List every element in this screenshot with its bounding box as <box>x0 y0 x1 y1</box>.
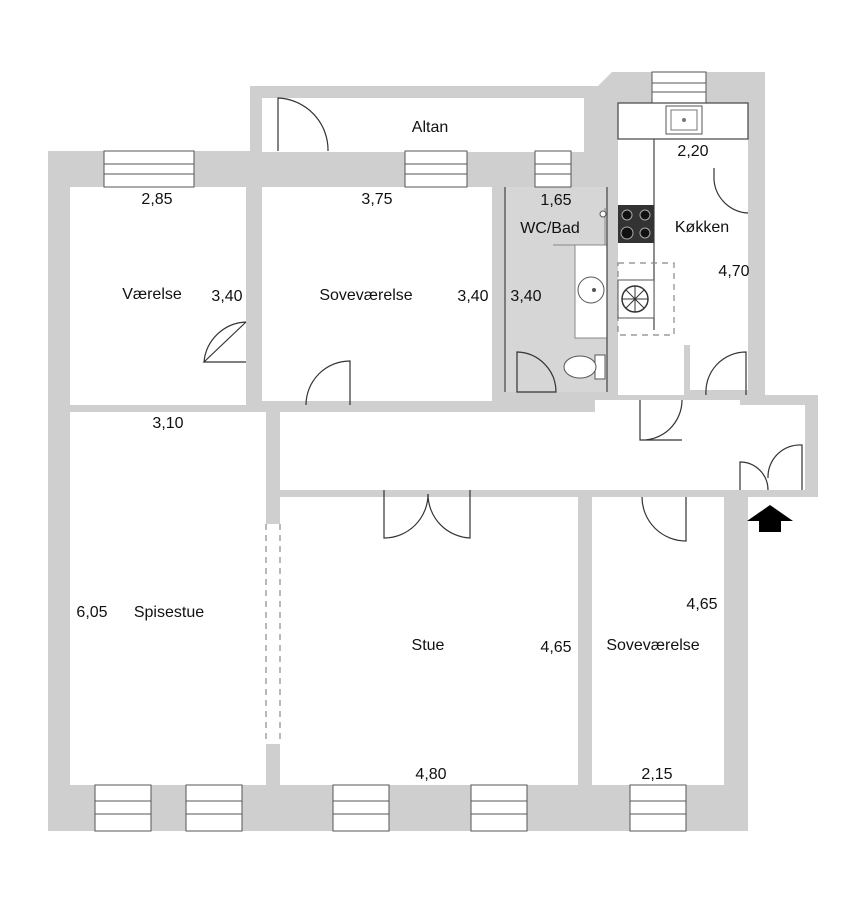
dim-wc-bad-width: 1,65 <box>540 192 571 209</box>
windows <box>94 71 707 832</box>
dim-spisestue-depth: 6,05 <box>76 604 107 621</box>
door-entrance <box>739 444 803 491</box>
labels: Altan Værelse 2,85 3,40 Soveværelse 3,75… <box>76 119 749 783</box>
door-storage <box>639 399 683 441</box>
dim-kokken-depth: 4,70 <box>718 263 749 280</box>
dim-stue-width: 4,80 <box>415 766 446 783</box>
door-wc <box>516 351 557 393</box>
window <box>404 150 468 188</box>
door-vaerelse <box>202 321 247 363</box>
shower-icon <box>553 208 607 246</box>
dim-sovevaerelse-top-depth: 3,40 <box>457 288 488 305</box>
dim-vaerelse-width: 2,85 <box>141 191 172 208</box>
window <box>185 784 243 832</box>
window <box>534 150 572 188</box>
window <box>651 71 707 104</box>
room-name-stue: Stue <box>412 637 445 654</box>
open-partition <box>265 524 281 744</box>
room-name-spisestue: Spisestue <box>134 604 204 621</box>
window <box>94 784 152 832</box>
dim-sovevaerelse-bottom-depth: 4,65 <box>686 596 717 613</box>
washbasin-icon <box>577 276 605 304</box>
room-interiors <box>70 103 805 785</box>
dim-wc-bad-depth: 3,40 <box>510 288 541 305</box>
room-name-altan: Altan <box>412 119 448 136</box>
door-stue-left <box>383 490 429 539</box>
window <box>332 784 390 832</box>
window <box>470 784 528 832</box>
window <box>103 150 195 188</box>
dim-spisestue-width: 3,10 <box>152 415 183 432</box>
stove-icon <box>618 205 654 243</box>
room-name-vaerelse: Værelse <box>122 286 182 303</box>
dim-sovevaerelse-top-width: 3,75 <box>361 191 392 208</box>
room-name-kokken: Køkken <box>675 219 729 236</box>
door-sovevaerelse-bottom <box>641 496 687 542</box>
fan-icon <box>617 279 655 319</box>
entrance-arrow-icon <box>747 505 793 532</box>
doors <box>202 97 803 542</box>
window <box>629 784 687 832</box>
room-name-sovevaerelse-top: Soveværelse <box>319 287 412 304</box>
room-name-wc-bad: WC/Bad <box>520 220 580 237</box>
door-sovevaerelse-top <box>305 360 351 406</box>
dim-sovevaerelse-bottom-width: 2,15 <box>641 766 672 783</box>
door-kitchen <box>705 351 747 396</box>
bathroom-fixtures <box>553 208 608 380</box>
door-stue-right <box>427 490 471 539</box>
kitchen-fixtures <box>617 102 749 336</box>
dim-vaerelse-depth: 3,40 <box>211 288 242 305</box>
toilet-icon <box>563 354 606 380</box>
outlines <box>504 187 608 392</box>
door-kitchen-inner <box>713 168 749 214</box>
dim-stue-depth: 4,65 <box>540 639 571 656</box>
room-name-sovevaerelse-bottom: Soveværelse <box>606 637 699 654</box>
dim-kokken-width: 2,20 <box>677 143 708 160</box>
door-balcony <box>277 97 329 152</box>
